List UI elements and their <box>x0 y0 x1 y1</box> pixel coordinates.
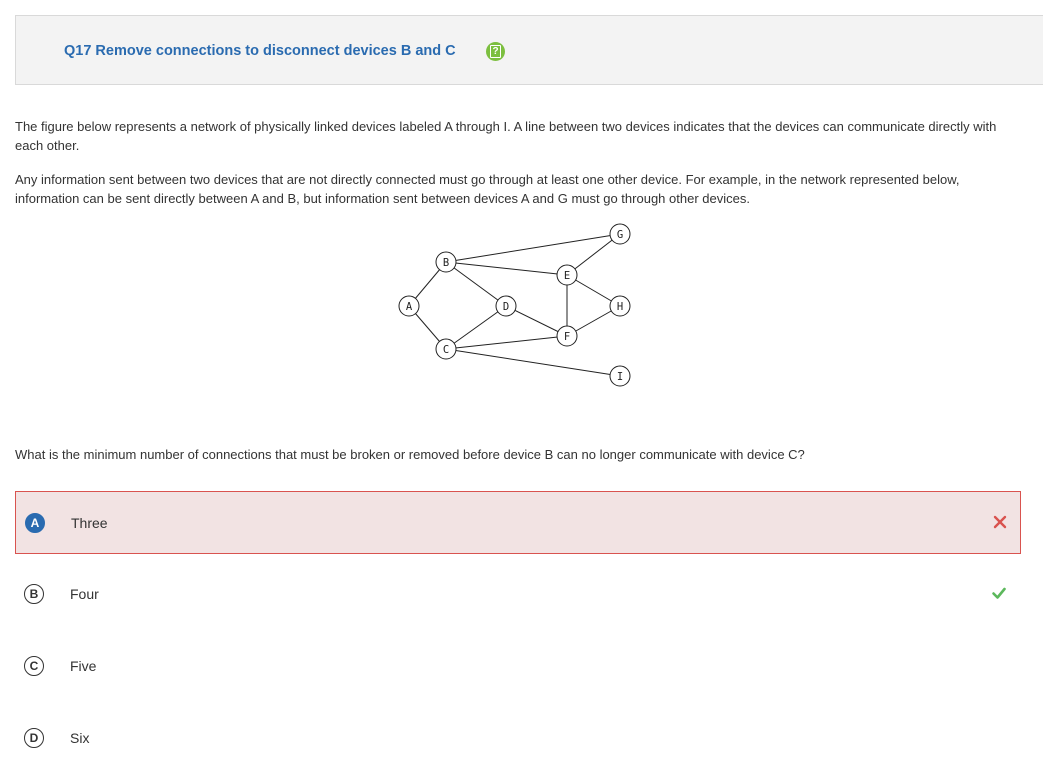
svg-text:I: I <box>617 371 623 383</box>
question-header: Q17 Remove connections to disconnect dev… <box>15 15 1043 85</box>
option-d-letter: D <box>24 728 44 748</box>
edge-b-d <box>445 261 507 307</box>
node-d: D <box>495 295 517 317</box>
edge-b-e <box>445 261 568 276</box>
svg-text:H: H <box>617 301 623 313</box>
option-b-letter: B <box>24 584 44 604</box>
svg-text:D: D <box>503 301 509 313</box>
node-c: C <box>435 338 457 360</box>
node-f: F <box>556 325 578 347</box>
edge-c-i <box>445 348 621 377</box>
svg-text:G: G <box>617 229 623 241</box>
node-a: A <box>398 295 420 317</box>
edge-c-f <box>445 335 568 350</box>
option-a[interactable]: A Three <box>15 491 1021 554</box>
question-prompt: What is the minimum number of connection… <box>15 447 805 462</box>
node-e: E <box>556 264 578 286</box>
node-g: G <box>609 223 631 245</box>
intro-paragraph: The figure below represents a network of… <box>15 119 997 153</box>
x-icon <box>993 515 1007 529</box>
edge-c-d <box>445 305 507 350</box>
option-c[interactable]: C Five <box>15 635 1021 698</box>
option-a-label: Three <box>71 515 108 531</box>
option-d-label: Six <box>70 730 90 746</box>
question-title: Q17 Remove connections to disconnect dev… <box>64 43 456 59</box>
option-a-letter: A <box>25 513 45 533</box>
node-h: H <box>609 295 631 317</box>
svg-text:F: F <box>564 331 570 343</box>
node-i: I <box>609 365 631 387</box>
option-b[interactable]: B Four <box>15 563 1021 626</box>
svg-text:B: B <box>443 257 449 269</box>
option-c-letter: C <box>24 656 44 676</box>
option-c-label: Five <box>70 658 97 674</box>
option-d[interactable]: D Six <box>15 707 1021 770</box>
check-icon <box>992 587 1006 599</box>
edge-e-g <box>566 233 621 276</box>
svg-text:C: C <box>443 344 449 356</box>
edge-d-f <box>505 305 568 337</box>
node-b: B <box>435 251 457 273</box>
example-paragraph: Any information sent between two devices… <box>15 172 960 206</box>
svg-text:A: A <box>406 301 413 313</box>
svg-text:E: E <box>564 270 570 282</box>
network-diagram: A B C D E F G H I <box>398 223 631 387</box>
help-icon[interactable]: ? <box>486 42 505 61</box>
option-b-label: Four <box>70 586 99 602</box>
edge-b-g <box>445 233 621 263</box>
